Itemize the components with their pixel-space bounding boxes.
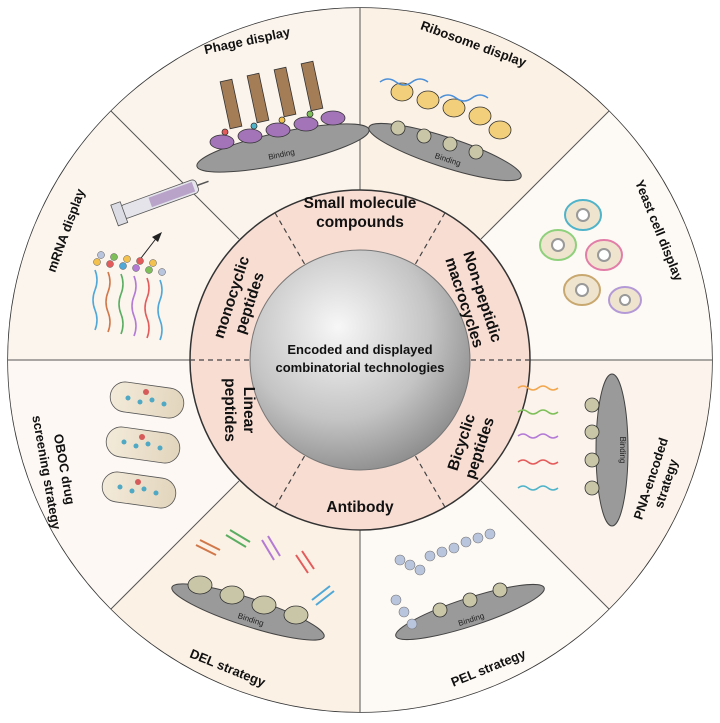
- inner-label-small-molecule-2: compounds: [316, 214, 404, 231]
- inner-label-linear-1: Linear: [240, 387, 257, 434]
- pel-illustration: Binding: [390, 528, 545, 641]
- mrna-illustration: [92, 179, 209, 341]
- inner-dividers: [190, 212, 530, 508]
- pna-binding-label: Binding: [618, 437, 627, 464]
- center-sphere: [249, 249, 471, 471]
- inner-label-small-molecule-1: Small molecule: [304, 195, 417, 212]
- inner-label-linear-2: peptides: [221, 378, 238, 442]
- ribosome-display-illustration: Binding: [368, 78, 522, 182]
- del-illustration: Binding: [171, 529, 335, 641]
- center-label-line2: combinatorial technologies: [275, 360, 444, 375]
- phage-display-illustration: Binding: [196, 60, 370, 173]
- inner-label-antibody: Antibody: [326, 499, 394, 516]
- pna-illustration: Binding: [517, 373, 629, 527]
- outer-dividers: [8, 8, 712, 712]
- center-label-line1: Encoded and displayed: [287, 342, 432, 357]
- oboc-illustration: [101, 381, 185, 509]
- yeast-display-illustration: [539, 199, 642, 314]
